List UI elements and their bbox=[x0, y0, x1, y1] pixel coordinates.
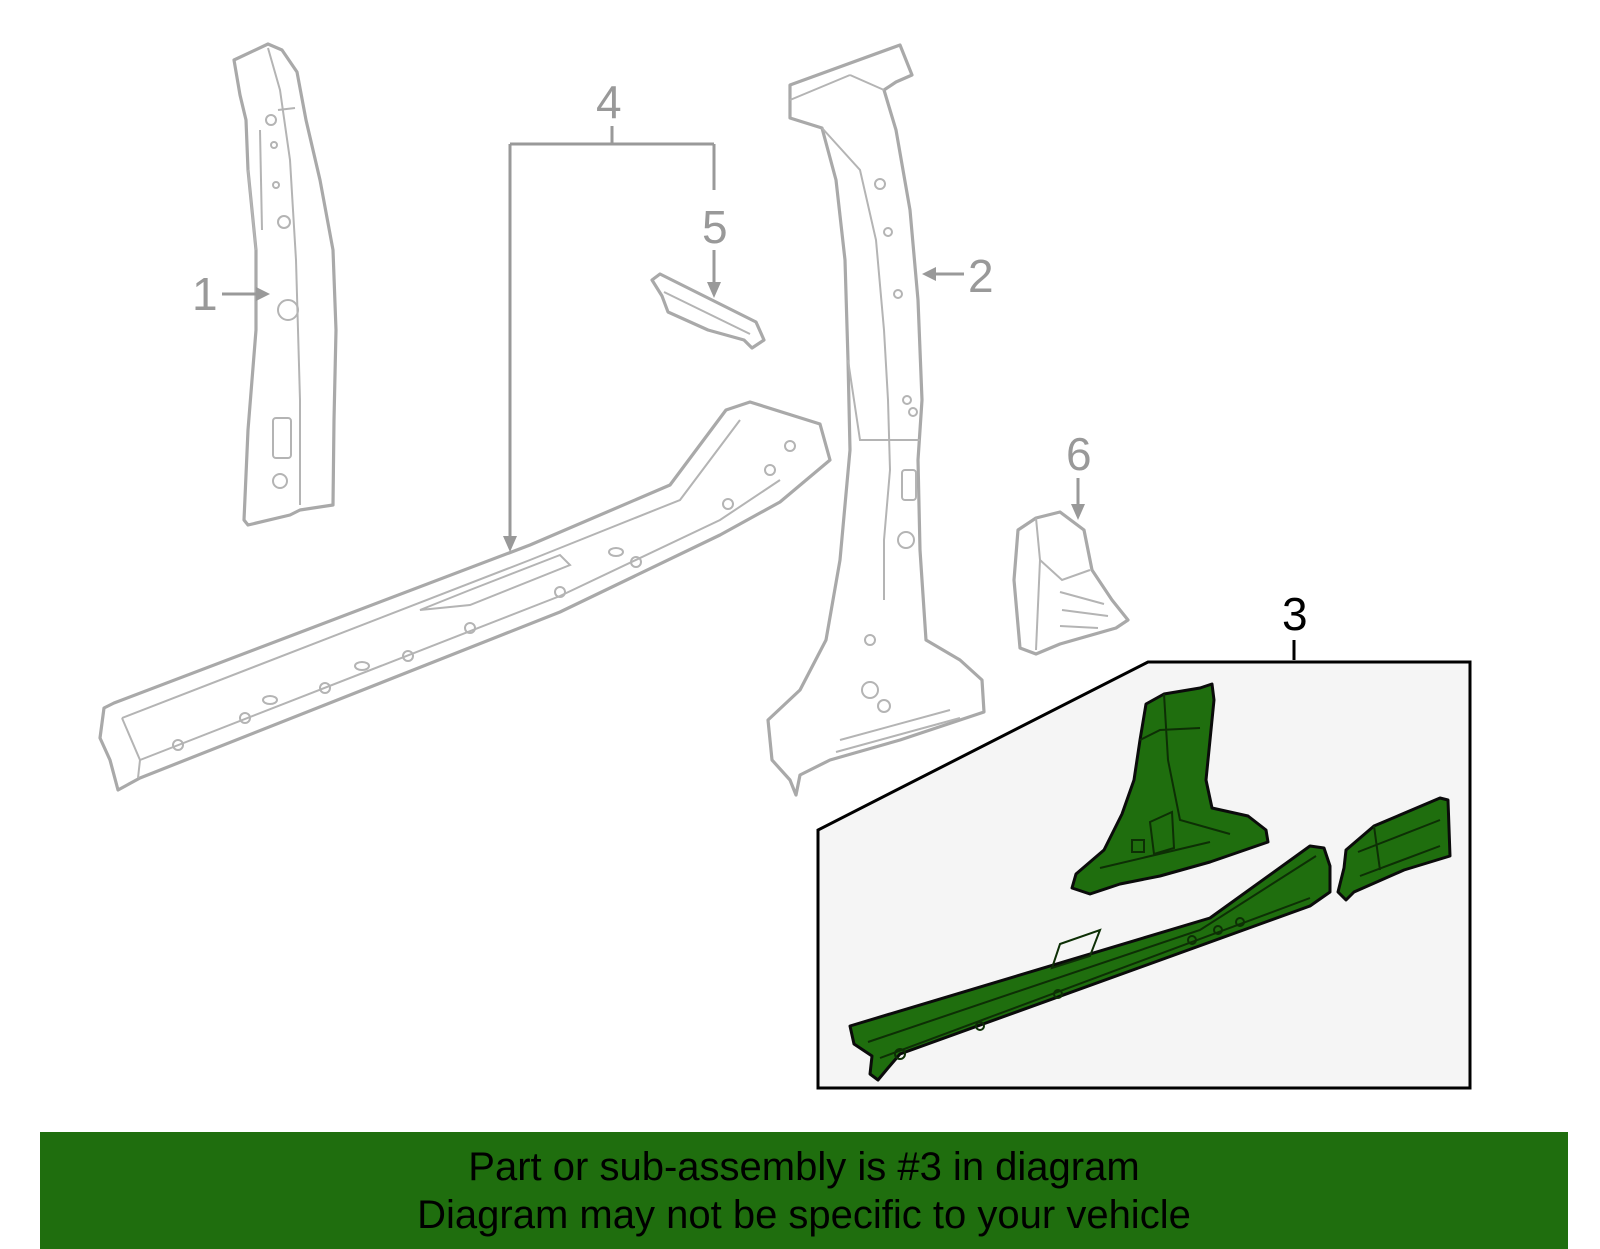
callout-2-leader bbox=[922, 267, 964, 281]
callout-label-4: 4 bbox=[596, 76, 622, 128]
part-2-b-pillar bbox=[766, 43, 986, 797]
part-3-inset bbox=[816, 640, 1472, 1090]
part-3-rocker bbox=[848, 844, 1332, 1082]
callout-label-6: 6 bbox=[1066, 428, 1092, 480]
part-4-rocker-panel bbox=[98, 400, 832, 792]
callout-1-leader bbox=[222, 287, 270, 301]
banner-line-2: Diagram may not be specific to your vehi… bbox=[417, 1193, 1191, 1237]
callout-5-leader bbox=[707, 250, 721, 298]
part-3-pillar-lower bbox=[1070, 682, 1270, 896]
part-6-reinforcement bbox=[1012, 510, 1130, 656]
part-5-bracket bbox=[650, 272, 766, 350]
callout-label-1: 1 bbox=[192, 268, 218, 320]
info-banner: Part or sub-assembly is #3 in diagram Di… bbox=[40, 1132, 1568, 1249]
callout-label-5: 5 bbox=[702, 201, 728, 253]
part-1-a-pillar bbox=[232, 42, 338, 527]
banner-line-1: Part or sub-assembly is #3 in diagram bbox=[468, 1145, 1140, 1189]
callout-label-2: 2 bbox=[968, 250, 994, 302]
callout-4-leader bbox=[503, 126, 716, 552]
callout-6-leader bbox=[1071, 478, 1085, 520]
callout-label-3: 3 bbox=[1282, 588, 1308, 640]
